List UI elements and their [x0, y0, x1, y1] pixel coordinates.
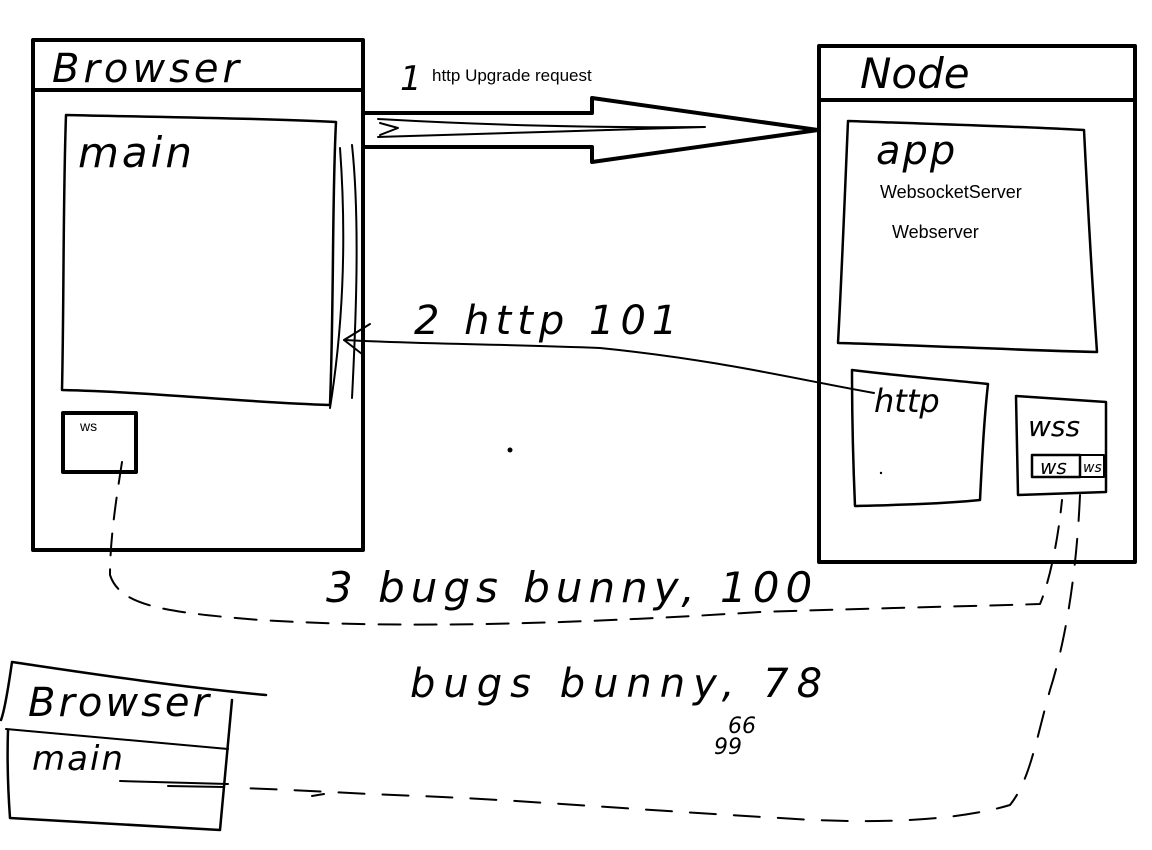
dashed-path-lower	[239, 494, 1081, 823]
browser2-title-divider	[5, 728, 229, 750]
wss-panel	[1014, 394, 1108, 497]
node-window: Node app WebsocketServer Webserver http …	[817, 44, 1137, 564]
browser2-main-label: main	[32, 739, 125, 779]
wss-inner-ws-label-2: ws	[1083, 460, 1102, 476]
app-label: app	[876, 128, 957, 174]
browser2-title: Browser	[28, 680, 212, 726]
arrow-101-line	[343, 339, 875, 394]
scribble-number-66: 66	[728, 714, 756, 739]
arrow-101-head	[343, 323, 371, 355]
stray-dot	[507, 447, 513, 453]
browser-window: Browser main ws	[31, 38, 365, 552]
wss-inner-ws-box-2	[1079, 454, 1105, 478]
browser-side-scribble	[329, 144, 358, 409]
arrow-http-101: 2 http 101	[343, 298, 875, 394]
http-panel	[850, 368, 990, 508]
step1-number: 1	[400, 59, 422, 99]
arrow-upgrade-scribble	[377, 118, 706, 138]
wss-inner-ws-label-1: ws	[1040, 455, 1067, 479]
wss-label: wss	[1028, 410, 1080, 443]
arrow-upgrade-request: 1 http Upgrade request	[363, 59, 820, 164]
browser-title: Browser	[52, 46, 243, 92]
websocket-dashed-path: 3 bugs bunny, 100 bugs bunny, 78 66 99	[109, 461, 1081, 823]
scribble-number-99: 99	[714, 735, 742, 760]
node-title: Node	[860, 49, 970, 98]
browser-window-2: Browser main	[0, 660, 325, 832]
step3-text: 3 bugs bunny, 100	[326, 563, 818, 612]
main-label: main	[78, 128, 195, 177]
ws-label: ws	[79, 418, 97, 434]
app-line-webserver: Webserver	[892, 222, 979, 242]
step2-text: 2 http 101	[414, 298, 683, 344]
node-frame	[817, 44, 1137, 564]
ws-box	[61, 411, 138, 474]
stray-dot	[879, 471, 883, 475]
app-panel	[836, 119, 1099, 354]
arrow-upgrade-shape	[363, 96, 820, 164]
http-label: http	[874, 382, 940, 420]
dashed-path-upper	[109, 461, 1063, 626]
app-line-websocketserver: WebsocketServer	[880, 182, 1022, 202]
step1-text: http Upgrade request	[432, 66, 592, 85]
browser2-scribble	[119, 780, 325, 797]
browser-frame	[31, 38, 365, 552]
step3b-text: bugs bunny, 78	[410, 661, 830, 707]
browser2-frame	[0, 660, 268, 832]
